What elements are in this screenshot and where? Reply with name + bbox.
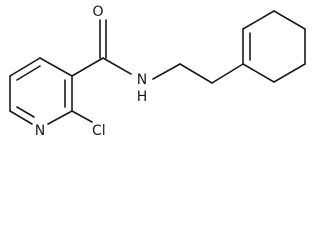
- chlorine-label: Cl: [92, 123, 106, 139]
- ethyl-linker: [152, 63, 244, 84]
- bond-ch-c6-c1: [242, 63, 275, 83]
- bond-c2-cl: [71, 110, 93, 123]
- bond-carbonyl-n: [102, 57, 132, 75]
- bond-c4-c5-inner: [16, 65, 41, 81]
- bond-c6-n1-inner: [16, 106, 35, 118]
- bond-c6-n1: [9, 110, 33, 125]
- bond-ch2-cyclohexene: [211, 63, 244, 84]
- amide-nitrogen-label: N: [137, 72, 147, 88]
- molecule-structure-diagram: O N H N Cl: [9, 4, 306, 139]
- bond-ch-c3-c4: [273, 10, 306, 30]
- bond-n1-c2: [47, 110, 73, 125]
- cyclohexene-ring: [242, 10, 306, 83]
- pyridine-nitrogen-label: N: [35, 123, 45, 139]
- pyridine-ring: [9, 57, 73, 125]
- bond-c4-c5: [9, 57, 41, 77]
- oxygen-label: O: [92, 4, 103, 20]
- bond-c3-c4: [39, 57, 73, 77]
- amide-group: [71, 19, 132, 77]
- amide-hydrogen-label: H: [137, 89, 148, 105]
- bond-ch-c2-c3: [242, 10, 275, 30]
- bond-c3-carbonyl: [71, 57, 104, 77]
- bond-ch2-ch2: [179, 63, 213, 84]
- bond-ch-c5-c6: [273, 63, 306, 83]
- bond-n-ch2: [152, 63, 181, 80]
